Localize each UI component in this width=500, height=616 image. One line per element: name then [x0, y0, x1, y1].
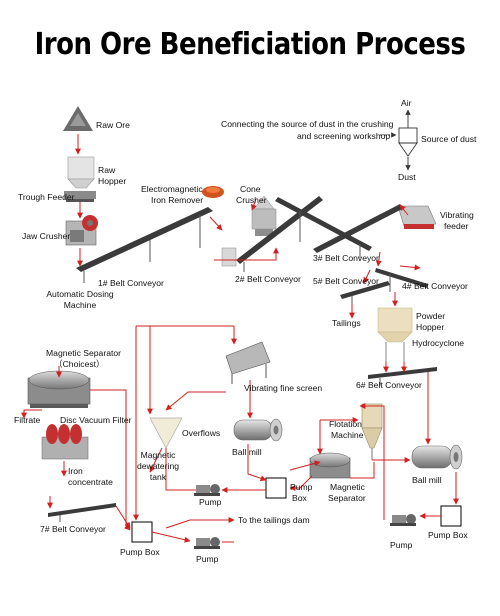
label-mag-sep-choicest-2: （Choicest）	[54, 359, 105, 369]
label-conveyor-1: 1# Belt Conveyor	[98, 278, 164, 288]
pump-1-icon	[194, 484, 220, 496]
label-vibrating-feeder-2: feeder	[444, 221, 469, 231]
label-conveyor-6: 6# Belt Conveyor	[356, 380, 422, 390]
label-dust-note-1: Connecting the source of dust in the cru…	[221, 119, 394, 129]
cone-crusher-icon	[251, 195, 277, 236]
label-tailings-dam: To the tailings dam	[238, 515, 310, 525]
label-iron-remover-2: Iron Remover	[151, 195, 204, 205]
belt-conveyor-3	[275, 197, 372, 258]
label-filtrate: Filtrate	[14, 415, 41, 425]
label-flotation-1: Flotation	[329, 419, 362, 429]
label-ball-mill-1: Ball mill	[232, 447, 262, 457]
belt-conveyor-6	[368, 367, 437, 386]
label-vibrating-fine-screen: Vibrating fine screen	[244, 383, 323, 393]
belt-conveyor-7	[48, 503, 116, 522]
vibrating-feeder-icon	[397, 205, 437, 229]
label-conveyor-2: 2# Belt Conveyor	[235, 274, 301, 284]
dosing-machine-icon	[221, 247, 237, 267]
pump-box-3	[131, 521, 153, 543]
label-source-of-dust: Source of dust	[421, 134, 477, 144]
label-conveyor-4: 4# Belt Conveyor	[402, 281, 468, 291]
label-trough-feeder: Trough Feeder	[18, 192, 75, 202]
magnetic-separator-choicest-icon	[27, 370, 91, 408]
label-dosing-1: Automatic Dosing	[46, 289, 114, 299]
magnetic-dewatering-tank-icon	[149, 417, 183, 449]
label-dust-note-2: and screening workshop	[297, 131, 391, 141]
magnetic-separator-2-icon	[309, 452, 351, 479]
label-dosing-2: Machine	[63, 300, 97, 310]
label-vibrating-feeder-1: Vibrating	[440, 210, 474, 220]
label-pump-box-3: Pump Box	[120, 547, 160, 557]
pump-2-icon	[390, 514, 416, 526]
label-iron-remover-1: Electromagnetic	[141, 184, 203, 194]
label-powder-hopper-2: Hopper	[416, 322, 445, 332]
belt-conveyor-1	[76, 207, 213, 283]
label-pump-box-1b: Box	[292, 493, 307, 503]
label-cone-crusher-2: Crusher	[236, 195, 267, 205]
label-raw-ore: Raw Ore	[96, 120, 130, 130]
label-conveyor-3: 3# Belt Conveyor	[313, 253, 379, 263]
label-raw-hopper-1: Raw	[98, 165, 116, 175]
iron-remover-icon	[202, 186, 224, 198]
label-overflows: Overflows	[182, 428, 221, 438]
label-mag-dewater-3: tank	[149, 472, 167, 482]
dust-arrows	[380, 109, 411, 171]
dust-collector-icon	[398, 127, 418, 157]
vibrating-fine-screen-icon	[225, 341, 271, 384]
disc-vacuum-filter-icon	[41, 424, 89, 460]
belt-conveyor-4	[313, 204, 428, 292]
label-ball-mill-2: Ball mill	[412, 475, 442, 485]
jaw-crusher-icon	[65, 215, 98, 246]
label-tailings: Tailings	[332, 318, 361, 328]
powder-hopper-icon	[377, 307, 413, 362]
label-cone-crusher-1: Cone	[240, 184, 261, 194]
label-mag-dewater-2: dewatering	[136, 461, 180, 471]
ball-mill-2-icon	[411, 444, 463, 470]
label-air: Air	[401, 98, 412, 108]
label-jaw-crusher: Jaw Crusher	[22, 231, 71, 241]
label-raw-hopper-2: Hopper	[98, 176, 127, 186]
label-pump-1: Pump	[199, 497, 222, 507]
raw-ore-icon	[63, 106, 93, 131]
label-hydrocyclone: Hydrocyclone	[412, 338, 465, 348]
label-conveyor-5: 5# Belt Conveyor	[313, 276, 379, 286]
label-mag-sep-2-2: Separator	[328, 493, 366, 503]
pump-3-icon	[194, 537, 220, 549]
label-mag-sep-choicest-1: Magnetic Separator	[46, 348, 121, 358]
belt-conveyor-2	[236, 196, 323, 272]
pump-box-2	[440, 505, 462, 527]
label-pump-2: Pump	[390, 540, 413, 550]
label-flotation-2: Machine	[331, 430, 364, 440]
label-iron-concentrate-2: concentrate	[68, 477, 113, 487]
label-powder-hopper-1: Powder	[416, 311, 446, 321]
ball-mill-1-icon	[233, 418, 283, 442]
label-pump-3: Pump	[196, 554, 219, 564]
label-disc-vacuum-filter: Disc Vacuum Filter	[60, 415, 132, 425]
label-pump-box-2: Pump Box	[428, 530, 468, 540]
pump-box-1	[265, 477, 287, 499]
flow-arrows	[21, 134, 459, 543]
label-dust: Dust	[398, 172, 416, 182]
trough-feeder-icon	[64, 191, 96, 202]
label-pump-box-1a: Pump	[290, 482, 313, 492]
label-conveyor-7: 7# Belt Conveyor	[40, 524, 106, 534]
label-mag-dewater-1: Magnetic	[140, 450, 176, 460]
label-mag-sep-2-1: Magnetic	[330, 482, 365, 492]
label-iron-concentrate-1: Iron	[68, 466, 83, 476]
flotation-machine-icon	[361, 403, 383, 460]
raw-hopper-icon	[67, 156, 95, 189]
page-title: Iron Ore Beneficiation Process	[34, 27, 466, 63]
